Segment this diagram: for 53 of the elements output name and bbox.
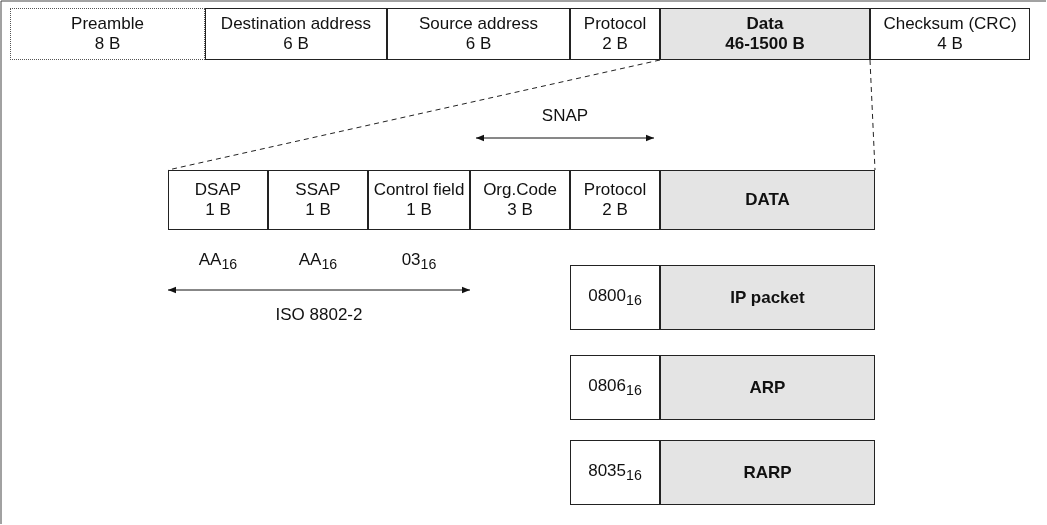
field-box bbox=[470, 170, 570, 230]
field-size: 2 B bbox=[602, 34, 628, 54]
field-name: Protocol bbox=[583, 180, 647, 200]
span-label: SNAP bbox=[541, 106, 589, 126]
data-field-box bbox=[660, 170, 875, 230]
field-name: Control field bbox=[373, 180, 465, 200]
field-size: 2 B bbox=[602, 200, 628, 220]
field-box bbox=[570, 440, 660, 505]
field-size: 1 B bbox=[305, 200, 331, 220]
field-name: RARP bbox=[743, 462, 792, 483]
field-size: 6 B bbox=[283, 34, 309, 54]
field-box bbox=[268, 170, 368, 230]
field-box bbox=[10, 8, 205, 60]
field-name: DATA bbox=[745, 190, 790, 210]
field-size: 8 B bbox=[94, 34, 121, 54]
field-size: 46-1500 B bbox=[725, 34, 805, 54]
data-field-box bbox=[660, 440, 875, 505]
field-size: 1 B bbox=[205, 200, 231, 220]
field-box bbox=[205, 8, 387, 60]
field-box bbox=[368, 170, 470, 230]
field-name: 0800$_{16}$ bbox=[588, 286, 642, 309]
field-box bbox=[168, 170, 268, 230]
field-name: 0806$_{16}$ bbox=[588, 376, 642, 399]
field-name: Source address bbox=[418, 14, 539, 34]
field-value: AA$_{16}$ bbox=[198, 250, 238, 273]
field-box bbox=[870, 8, 1030, 60]
expansion-line bbox=[869, 59, 876, 171]
field-name: Org.Code bbox=[483, 180, 557, 200]
field-name: ARP bbox=[749, 377, 786, 398]
field-box bbox=[570, 355, 660, 420]
field-name: Destination address bbox=[220, 14, 372, 34]
field-name: IP packet bbox=[730, 287, 805, 308]
field-size: 1 B bbox=[406, 200, 432, 220]
data-field-box bbox=[660, 265, 875, 330]
field-size: 6 B bbox=[465, 34, 492, 54]
field-value: AA$_{16}$ bbox=[298, 250, 338, 273]
field-box bbox=[570, 170, 660, 230]
field-box bbox=[570, 265, 660, 330]
field-name: Protocol bbox=[583, 14, 647, 34]
field-box bbox=[570, 8, 660, 60]
field-box bbox=[387, 8, 570, 60]
span-label: ISO 8802-2 bbox=[275, 305, 363, 325]
field-name: 8035$_{16}$ bbox=[588, 461, 642, 484]
field-name: SSAP bbox=[295, 180, 341, 200]
field-name: Checksum (CRC) bbox=[883, 14, 1017, 34]
field-value: 03$_{16}$ bbox=[401, 250, 437, 273]
data-field-box bbox=[660, 8, 870, 60]
data-field-box bbox=[660, 355, 875, 420]
field-size: 4 B bbox=[937, 34, 963, 54]
field-size: 3 B bbox=[507, 200, 533, 220]
field-name: Preamble bbox=[71, 14, 144, 34]
field-name: Data bbox=[746, 14, 784, 34]
field-name: DSAP bbox=[194, 180, 242, 200]
